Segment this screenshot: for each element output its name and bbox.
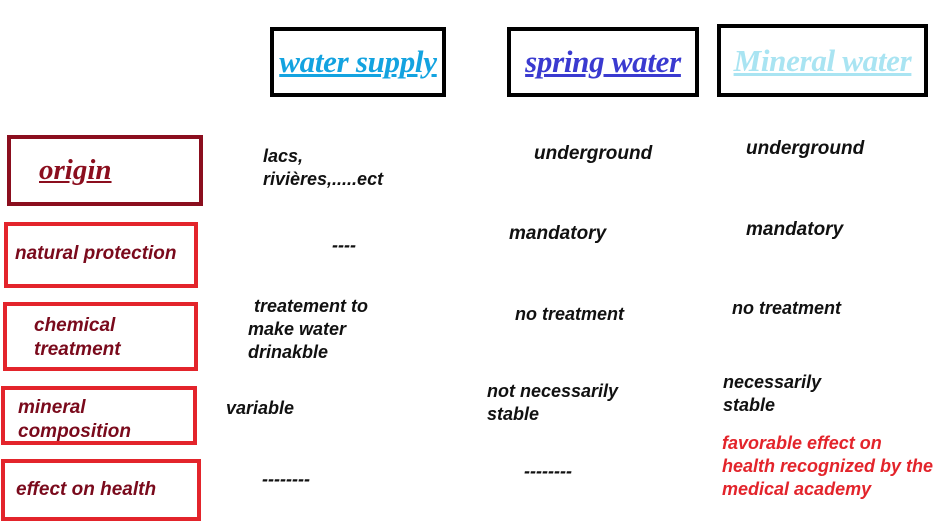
header-mineral-water: Mineral water bbox=[717, 24, 928, 97]
cell-chemical-treatment-water-supply-1: treatement to bbox=[254, 296, 369, 316]
row-origin: origin bbox=[7, 135, 203, 206]
cell-mineral-composition-water-supply: variable bbox=[226, 398, 295, 418]
row-mineral-composition-label-2: composition bbox=[18, 421, 131, 442]
cell-chemical-treatment-water-supply-3: drinakble bbox=[248, 342, 329, 362]
cell-mineral-composition-mineral-water-1: necessarily bbox=[723, 372, 822, 392]
cell-effect-on-health-mineral-water-2: health recognized by the bbox=[722, 456, 934, 476]
cell-origin-water-supply-2: rivières,.....ect bbox=[263, 169, 384, 189]
cell-mineral-composition-mineral-water-2: stable bbox=[723, 395, 776, 415]
cell-origin-water-supply-1: lacs, bbox=[263, 146, 304, 166]
cell-origin-mineral-water: underground bbox=[746, 138, 865, 159]
cell-effect-on-health-mineral-water-1: favorable effect on bbox=[722, 433, 882, 453]
cell-effect-on-health-spring-water: -------- bbox=[524, 461, 572, 481]
row-origin-label: origin bbox=[39, 154, 112, 186]
row-natural-protection-label: natural protection bbox=[15, 243, 177, 264]
row-chemical-treatment-label-1: chemical bbox=[34, 315, 116, 336]
cell-origin-spring-water: underground bbox=[534, 143, 653, 164]
cell-natural-protection-mineral-water: mandatory bbox=[746, 219, 844, 240]
cell-effect-on-health-water-supply: -------- bbox=[262, 469, 310, 489]
header-spring-water-label: spring water bbox=[525, 44, 681, 79]
cell-natural-protection-spring-water: mandatory bbox=[509, 223, 607, 244]
row-effect-on-health-label: effect on health bbox=[16, 479, 157, 500]
cell-mineral-composition-spring-water-2: stable bbox=[487, 404, 540, 424]
header-mineral-water-label: Mineral water bbox=[733, 42, 912, 78]
cell-mineral-composition-spring-water-1: not necessarily bbox=[487, 381, 619, 401]
row-chemical-treatment-label-2: treatment bbox=[34, 339, 121, 360]
header-water-supply-label: water supply bbox=[279, 44, 437, 79]
header-water-supply: water supply bbox=[270, 27, 446, 97]
row-chemical-treatment: chemical treatment bbox=[3, 302, 198, 371]
header-spring-water: spring water bbox=[507, 27, 699, 97]
row-effect-on-health: effect on health bbox=[1, 459, 201, 521]
row-natural-protection: natural protection bbox=[4, 222, 198, 288]
cell-effect-on-health-mineral-water-3: medical academy bbox=[722, 479, 872, 499]
cell-chemical-treatment-mineral-water: no treatment bbox=[732, 298, 842, 318]
row-mineral-composition: mineral composition bbox=[1, 386, 197, 445]
cell-chemical-treatment-spring-water: no treatment bbox=[515, 304, 625, 324]
cell-chemical-treatment-water-supply-2: make water bbox=[248, 319, 347, 339]
row-mineral-composition-label-1: mineral bbox=[18, 397, 86, 418]
cell-natural-protection-water-supply: ---- bbox=[332, 235, 356, 255]
